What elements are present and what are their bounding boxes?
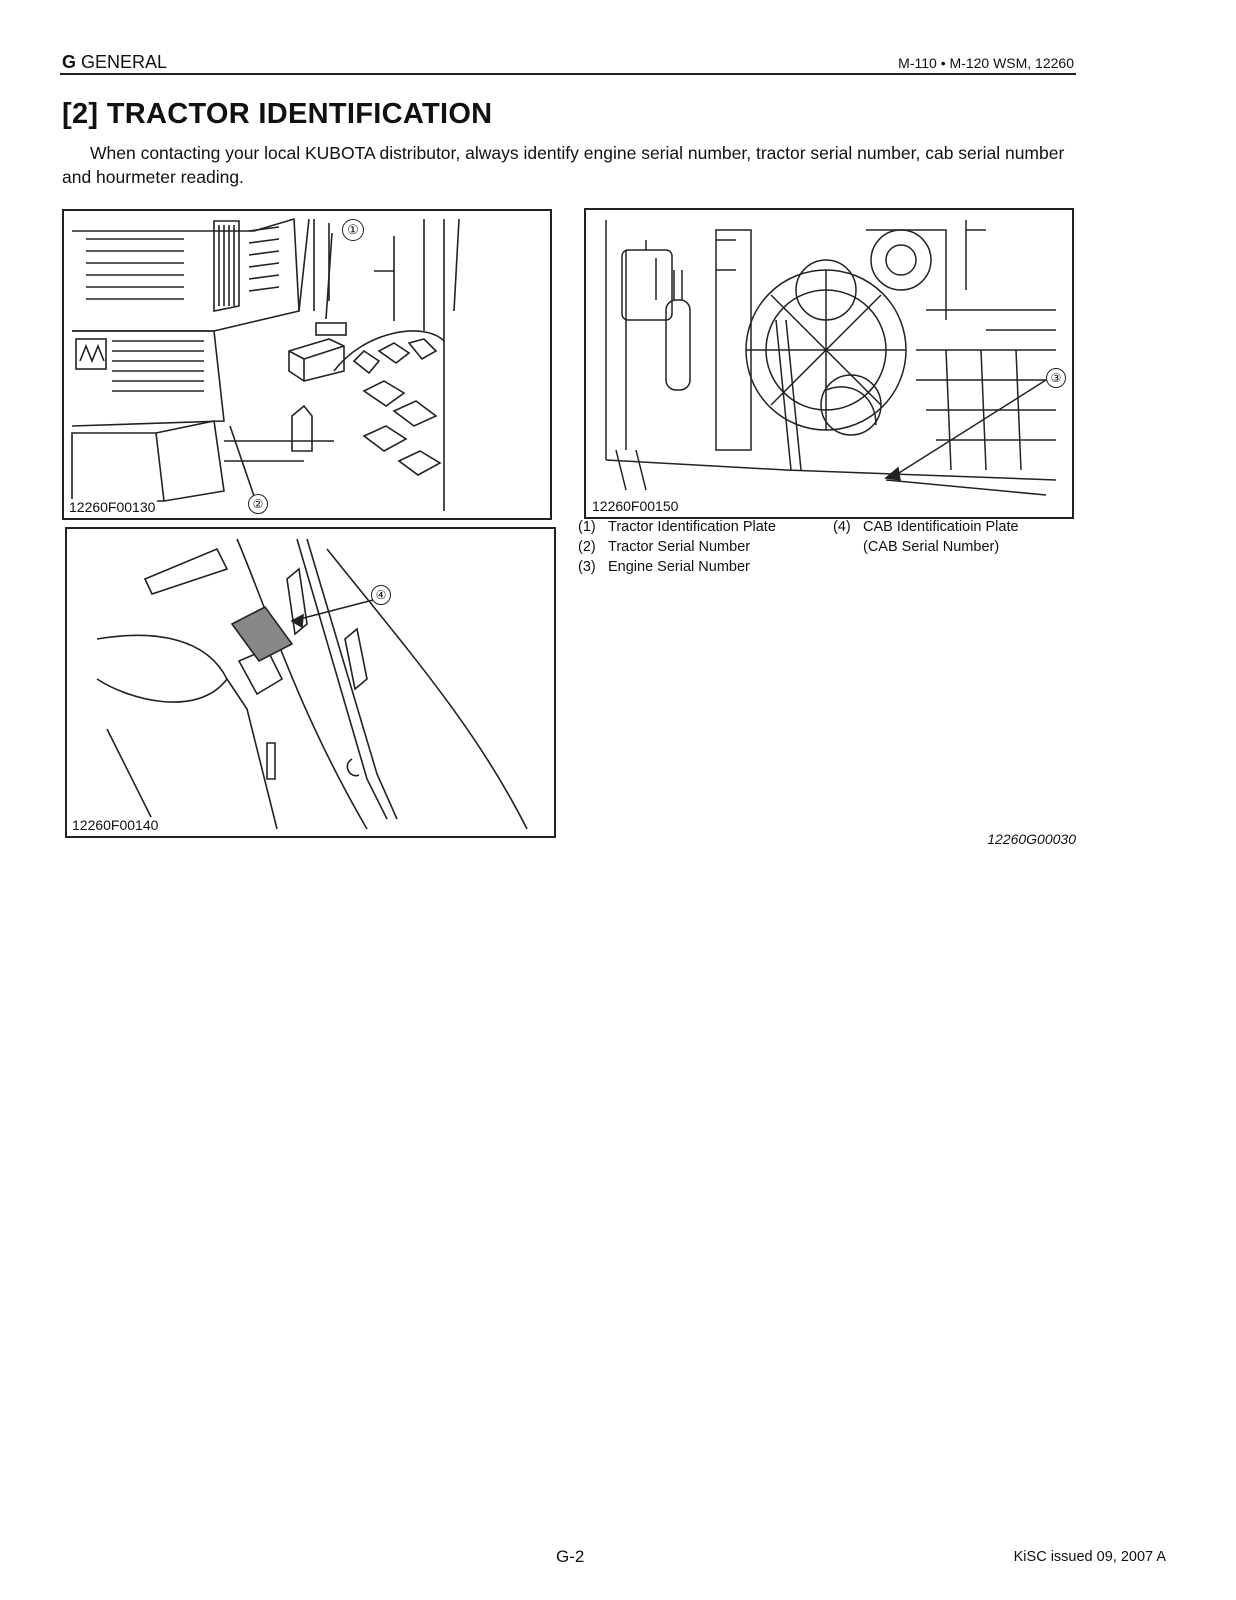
callout-4: ④ xyxy=(371,585,391,605)
callout-2: ② xyxy=(248,494,268,514)
section-letter: G xyxy=(62,52,77,72)
figure-code: 12260F00150 xyxy=(590,498,681,514)
callout-1: ① xyxy=(342,219,364,241)
figure-code: 12260F00140 xyxy=(70,817,161,833)
header-rule xyxy=(60,73,1076,75)
legend-right: (4)CAB Identificatioin Plate (CAB Serial… xyxy=(833,517,1019,557)
figure-cab-plate: ④ 12260F00140 xyxy=(65,527,556,838)
tractor-side-drawing xyxy=(71,217,460,511)
legend-left: (1)Tractor Identification Plate (2)Tract… xyxy=(578,517,776,577)
figure-code: 12260F00130 xyxy=(67,499,158,515)
engine-drawing xyxy=(605,220,1057,496)
page-title: [2] TRACTOR IDENTIFICATION xyxy=(62,98,493,130)
figure-tractor-side: ① ② 12260F00130 xyxy=(62,209,552,520)
section-header: G GENERAL xyxy=(62,52,167,73)
issue-info: KiSC issued 09, 2007 A xyxy=(1013,1549,1166,1565)
legend-item-continuation: (CAB Serial Number) xyxy=(863,539,1000,555)
legend-item: (1)Tractor Identification Plate xyxy=(578,519,776,535)
cab-plate-drawing xyxy=(96,538,528,830)
section-name: GENERAL xyxy=(81,52,168,72)
figure-engine-compartment: ③ 12260F00150 xyxy=(584,208,1074,519)
callout-3: ③ xyxy=(1046,368,1066,388)
document-reference: 12260G00030 xyxy=(987,831,1076,847)
legend-item: (4)CAB Identificatioin Plate xyxy=(833,519,1019,535)
intro-paragraph: When contacting your local KUBOTA distri… xyxy=(62,143,1065,187)
legend-item: (2)Tractor Serial Number xyxy=(578,539,751,555)
page-number: G-2 xyxy=(556,1547,585,1566)
legend-item: (3)Engine Serial Number xyxy=(578,559,750,575)
manual-reference: M-110 • M-120 WSM, 12260 xyxy=(898,55,1074,71)
